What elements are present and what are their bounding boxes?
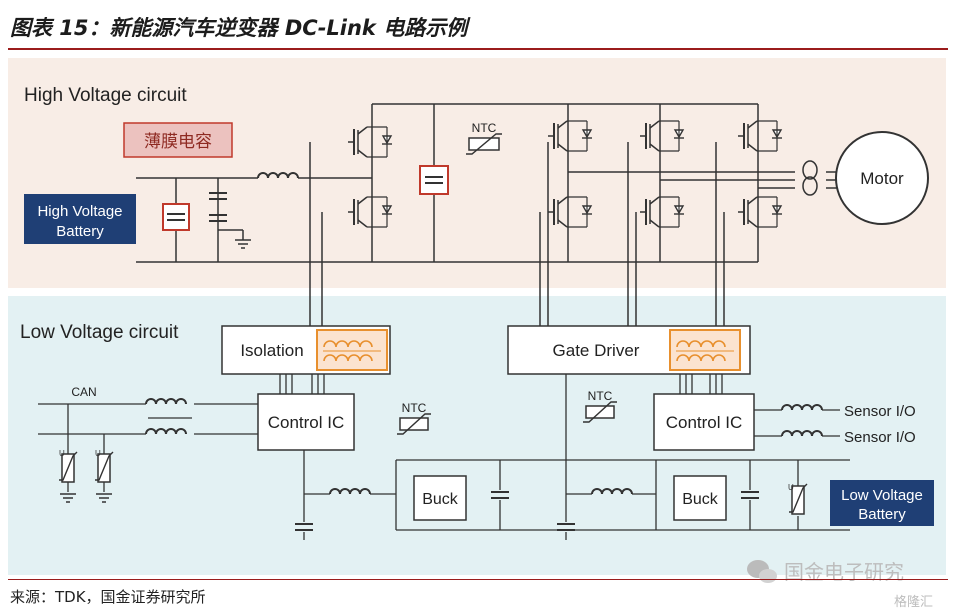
gate-driver-label: Gate Driver — [553, 341, 640, 360]
control-ic-right: Control IC — [653, 393, 755, 451]
lv-varistor: U — [788, 483, 808, 515]
lv-ntc-left-label: NTC — [402, 401, 427, 415]
lv-battery: Low Voltage Battery — [830, 480, 934, 526]
lv-ntc-right-label: NTC — [588, 389, 613, 403]
lv-battery-line2: Battery — [858, 506, 906, 523]
sensor-io-label-2: Sensor I/O — [844, 429, 916, 446]
motor: Motor — [835, 131, 929, 225]
film-cap-dc-link — [419, 165, 449, 195]
can-label: CAN — [71, 385, 96, 399]
buck-left: Buck — [413, 475, 467, 521]
varistor-mark-1: U — [59, 449, 65, 458]
buck-left-label: Buck — [422, 491, 459, 508]
hv-ntc: NTC — [466, 121, 502, 155]
watermark-name: 国金电子研究 — [784, 560, 904, 584]
hv-region — [8, 58, 946, 288]
control-ic-left-label: Control IC — [268, 413, 345, 432]
lv-region — [8, 296, 946, 575]
lv-battery-line1: Low Voltage — [841, 487, 923, 504]
lv-wiring — [38, 374, 850, 540]
hv-battery-line2: Battery — [56, 223, 104, 240]
buck-right: Buck — [673, 475, 727, 521]
hv-ntc-label: NTC — [472, 121, 497, 135]
film-cap-input — [162, 203, 190, 231]
isolation-block: Isolation — [221, 325, 391, 375]
can-varistor-2: U — [94, 449, 114, 483]
film-capacitor-label: 薄膜电容 — [144, 132, 212, 152]
bottom-divider — [8, 579, 948, 580]
sensor-io-label-1: Sensor I/O — [844, 403, 916, 420]
watermark: 国金电子研究 格隆汇 — [747, 560, 933, 610]
buck-right-label: Buck — [682, 491, 719, 508]
hv-section-label: High Voltage circuit — [24, 85, 187, 106]
gate-driver-block: Gate Driver — [507, 325, 751, 375]
isolation-transformer — [316, 329, 388, 371]
lv-section-label: Low Voltage circuit — [20, 322, 179, 343]
hv-battery: High Voltage Battery — [24, 194, 136, 244]
varistor-mark-3: U — [788, 483, 794, 492]
control-ic-right-label: Control IC — [666, 413, 743, 432]
varistor-mark-2: U — [95, 449, 101, 458]
hv-battery-line1: High Voltage — [37, 203, 122, 220]
title-divider — [8, 48, 948, 50]
lv-ntc-left: NTC — [397, 401, 431, 435]
motor-label: Motor — [860, 169, 904, 188]
gate-driver-transformer — [669, 329, 741, 371]
current-sensors — [802, 160, 818, 196]
watermark-sub: 格隆汇 — [894, 594, 933, 610]
figure-title: 图表 15：新能源汽车逆变器 DC-Link 电路示例 — [10, 16, 468, 40]
control-ic-left: Control IC — [257, 393, 355, 451]
film-capacitor-label-box: 薄膜电容 — [123, 122, 233, 158]
lv-ntc-right: NTC — [583, 389, 617, 423]
can-varistor-1: U — [58, 449, 78, 483]
figure-source: 来源：TDK，国金证券研究所 — [10, 588, 206, 606]
isolation-label: Isolation — [240, 341, 303, 360]
